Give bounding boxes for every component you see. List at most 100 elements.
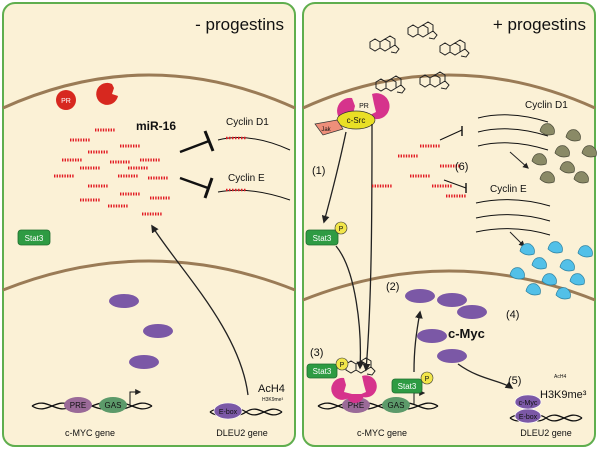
svg-text:P: P	[425, 376, 430, 383]
svg-text:PRE: PRE	[70, 401, 86, 410]
cyclin-d1-protein-cluster	[531, 123, 597, 184]
right-ach4-label: AcH4	[554, 374, 566, 380]
svg-text:E-box: E-box	[219, 409, 238, 416]
left-panel-frame	[2, 2, 296, 447]
svg-text:Stat3: Stat3	[313, 234, 332, 243]
cyclin-e-protein	[519, 243, 535, 256]
cyclin-e-protein	[559, 259, 575, 272]
cyclin-e-mrna	[217, 189, 291, 201]
step1-arrow	[321, 131, 347, 224]
svg-text:P: P	[340, 362, 345, 369]
svg-text:GAS: GAS	[388, 401, 405, 410]
left-panel-title: - progestins	[195, 15, 284, 34]
svg-text:Jak: Jak	[321, 127, 331, 133]
left-panel: - progestins PR miR-16 Cyclin D1 Cyclin …	[2, 2, 296, 447]
cmyc-protein	[457, 305, 487, 319]
cyclin-e-protein	[531, 257, 547, 270]
right-panel-frame	[302, 2, 596, 447]
right-cyclin-d1-mrna-2	[477, 128, 549, 137]
cmyc-protein	[143, 324, 173, 338]
right-cyclin-d1-mrna-1	[477, 114, 549, 123]
cyclin-e-protein	[569, 273, 585, 286]
ach4-label: AcH4	[258, 383, 285, 395]
cyclin-e-protein	[555, 287, 571, 300]
cyclin-e-protein	[577, 245, 593, 258]
dleu2-gene-dna: E-box	[209, 402, 283, 420]
right-cyclin-d1-mrna-3	[477, 142, 549, 151]
jak-protein: Jak	[314, 119, 344, 136]
right-cyclin-d1-label: Cyclin D1	[525, 100, 568, 111]
right-pre-element	[342, 397, 370, 413]
cyclin-e-protein	[509, 267, 525, 280]
cyclin-e-label: Cyclin E	[228, 173, 265, 184]
inhibit-cyclin-d1	[179, 139, 210, 154]
stat3-dna-bound-left: Stat3 P	[306, 357, 349, 379]
cmyc-translation-arrow	[413, 310, 423, 373]
right-cmyc-gene-label: c-MYC gene	[357, 428, 407, 438]
svg-text:c-Myc: c-Myc	[519, 400, 538, 407]
pr-receptor: PR	[56, 90, 76, 110]
cmyc-bound-ebox	[514, 394, 542, 410]
right-gas-element	[382, 397, 410, 413]
right-cell-membrane	[302, 73, 596, 110]
mirna-remnants	[372, 144, 466, 198]
step1-label: (1)	[312, 165, 325, 177]
step2-arrow	[362, 123, 373, 372]
h3k9-label: H3K9me³	[262, 397, 283, 403]
right-panel-title: + progestins	[493, 15, 586, 34]
svg-text:PR: PR	[61, 98, 71, 105]
step2-label: (2)	[386, 281, 399, 293]
right-cyclin-e-mrna-3	[475, 228, 551, 236]
cyclin-d1-protein	[531, 153, 547, 166]
right-h3k9-label: H3K9me³	[540, 389, 587, 401]
cyclin-d1-label: Cyclin D1	[226, 117, 269, 128]
svg-text:Stat3: Stat3	[313, 367, 332, 376]
cyclin-d1-protein	[559, 161, 575, 174]
svg-text:Stat3: Stat3	[398, 382, 417, 391]
cmyc-protein	[129, 355, 159, 369]
svg-text:E-box: E-box	[519, 414, 538, 421]
right-dleu2-gene-dna: E-box c-Myc	[509, 394, 583, 424]
stat3-translocation-arrow	[335, 245, 365, 370]
cyclin-d1-mrna	[217, 137, 291, 151]
left-nuclear-membrane	[2, 259, 296, 292]
cmyc-protein	[405, 289, 435, 303]
cmyc-protein	[437, 293, 467, 307]
svg-text:P: P	[339, 226, 344, 233]
right-cyclin-e-mrna-1	[475, 199, 551, 207]
right-cyclin-e-label: Cyclin E	[490, 184, 527, 195]
stat3-dna-bound-right: Stat3 P	[391, 371, 434, 394]
left-cell-membrane	[2, 73, 296, 110]
cyclin-d1-protein	[573, 171, 589, 184]
mir16-label: miR-16	[136, 119, 176, 133]
cyclin-e-protein	[541, 273, 557, 286]
c-src-protein: c-Src	[336, 110, 376, 130]
cyclin-e-protein-cluster	[509, 241, 593, 300]
step3-label: (3)	[310, 347, 323, 359]
cmyc-gene-label: c-MYC gene	[65, 428, 115, 438]
step4-label: (4)	[506, 309, 519, 321]
cmyc-gene-dna: PRE GAS	[31, 389, 153, 413]
right-dleu2-gene-label: DLEU2 gene	[520, 428, 572, 438]
pr-receptor-2	[96, 82, 118, 105]
cmyc-protein	[437, 349, 467, 363]
ebox-element	[213, 402, 243, 420]
svg-text:Stat3: Stat3	[25, 234, 44, 243]
stat3-phosphorylated-upper: Stat3 P	[305, 221, 348, 246]
cyclin-d1-protein	[565, 129, 581, 142]
gas-element	[99, 397, 127, 413]
step6-label: (6)	[455, 161, 468, 173]
pr-dimer-dna-bound	[331, 357, 377, 403]
dleu2-gene-label: DLEU2 gene	[216, 428, 268, 438]
inhibit-cyclin-e	[179, 176, 209, 190]
cmyc-protein-label: c-Myc	[448, 326, 485, 341]
mir16-transcription-arrow	[151, 224, 249, 396]
cyclin-d1-protein	[539, 123, 555, 136]
step5-arrow	[457, 363, 514, 389]
right-nuclear-membrane	[302, 269, 596, 302]
right-panel: + progestins PR c-Src Jak (1) (2)	[302, 2, 597, 447]
cyclin-d1-protein	[539, 171, 555, 184]
cyclin-d1-protein	[554, 145, 570, 158]
